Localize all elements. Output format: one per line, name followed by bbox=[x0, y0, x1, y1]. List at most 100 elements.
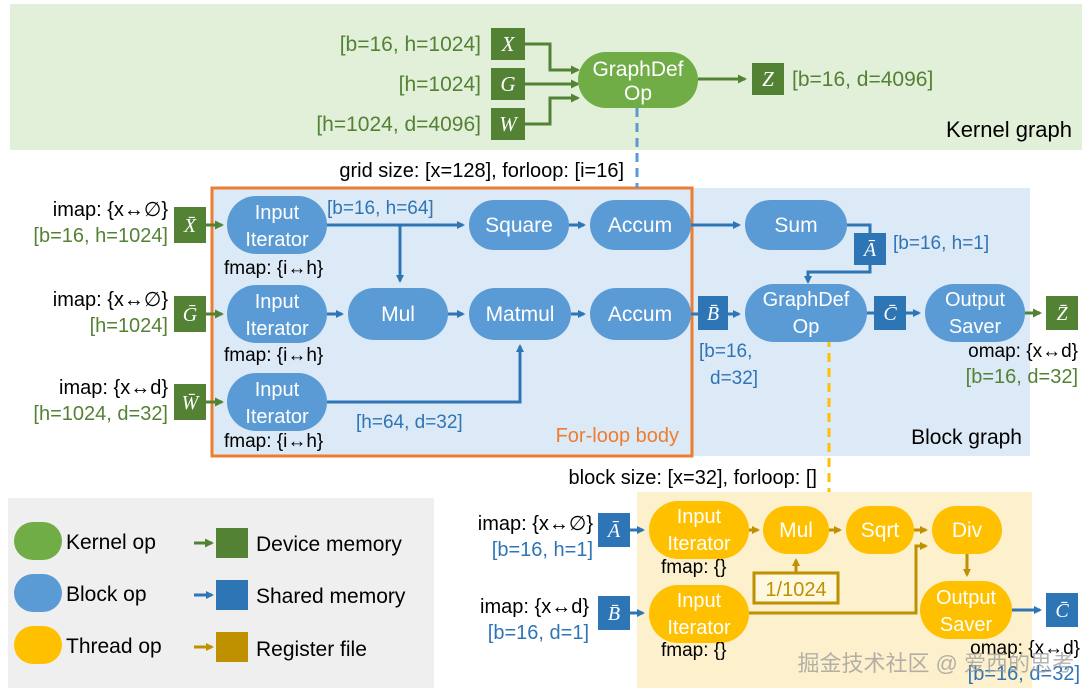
block-output-saver bbox=[925, 284, 1025, 342]
block-input-x-imap: imap: {x↔∅} bbox=[53, 199, 169, 221]
kernel-output-z-shape: [b=16, d=4096] bbox=[792, 68, 933, 91]
tensor-x-bar-label: X̄ bbox=[183, 215, 197, 237]
thread-iterator-a-label-2: Iterator bbox=[667, 533, 731, 555]
grid-size-text: grid size: [x=128], forloop: [i=16] bbox=[339, 160, 624, 182]
square-label: Square bbox=[485, 214, 553, 237]
shared-memory-b bbox=[698, 296, 728, 330]
block-accum-op-1 bbox=[590, 200, 691, 250]
accum-1-label: Accum bbox=[608, 214, 672, 237]
device-memory-w bbox=[491, 108, 525, 140]
block-size-text: block size: [x=32], forloop: [] bbox=[569, 467, 817, 489]
device-memory-z-bar bbox=[1046, 296, 1078, 330]
shared-memory-a-thread bbox=[598, 513, 630, 547]
sum-label: Sum bbox=[774, 214, 817, 237]
thread-input-b-imap: imap: {x↔d} bbox=[480, 596, 589, 618]
iterator-x-label-2: Iterator bbox=[245, 229, 309, 251]
edge-w-to-graphdef bbox=[525, 93, 580, 126]
thread-input-b-shape: [b=16, d=1] bbox=[488, 622, 589, 644]
thread-saver-label-2: Saver bbox=[940, 614, 993, 636]
iterator-w-label-1: Input bbox=[255, 379, 300, 401]
block-fmap-x: fmap: {i↔h} bbox=[224, 258, 323, 279]
thread-div-label: Div bbox=[952, 519, 983, 542]
block-omap: omap: {x↔d} bbox=[968, 341, 1078, 362]
tensor-g-label: G bbox=[500, 72, 515, 96]
tensor-b-shape-2: d=32] bbox=[710, 368, 758, 389]
shared-memory-c-thread bbox=[1046, 593, 1078, 627]
block-input-g-imap: imap: {x↔∅} bbox=[53, 289, 169, 311]
edge-thread-iterator-b-to-div bbox=[749, 542, 928, 615]
thread-input-a-shape: [b=16, h=1] bbox=[492, 539, 593, 561]
tensor-w-bar-label: W̄ bbox=[182, 392, 201, 414]
block-input-iterator-x bbox=[227, 196, 327, 254]
matmul-label: Matmul bbox=[486, 303, 555, 326]
block-graph-label: Block graph bbox=[911, 426, 1022, 449]
edge-label-bh: [b=16, h=64] bbox=[327, 198, 434, 219]
for-loop-body-box bbox=[210, 186, 694, 458]
thread-tensor-b-label: B̄ bbox=[608, 603, 620, 625]
tensor-a-shape: [b=16, h=1] bbox=[893, 233, 989, 254]
thread-input-iterator-a bbox=[649, 501, 749, 559]
shared-memory-b-thread bbox=[598, 596, 630, 630]
tensor-x-label: X bbox=[501, 32, 516, 56]
block-accum-op-2 bbox=[590, 288, 691, 340]
device-memory-w-bar bbox=[174, 384, 206, 420]
legend-shared-memory-swatch bbox=[216, 580, 248, 610]
tensor-b-label: B̄ bbox=[707, 303, 719, 325]
thread-iterator-b-label-2: Iterator bbox=[667, 617, 731, 639]
thread-out-shape: [b=16, d=32] bbox=[968, 663, 1080, 685]
block-input-w-shape: [h=1024, d=32] bbox=[33, 403, 168, 425]
shared-memory-a bbox=[854, 233, 886, 265]
legend-register-file-label: Register file bbox=[256, 638, 367, 661]
thread-output-saver bbox=[920, 581, 1012, 639]
tensor-c-label: C̄ bbox=[883, 303, 897, 325]
shared-memory-c bbox=[874, 296, 906, 330]
tensor-b-shape-1: [b=16, bbox=[699, 341, 752, 362]
block-input-x-shape: [b=16, h=1024] bbox=[33, 225, 168, 247]
register-constant: 1/1024 bbox=[765, 579, 826, 601]
legend-device-memory-swatch bbox=[216, 528, 248, 558]
legend-shared-memory-label: Shared memory bbox=[256, 585, 406, 608]
block-saver-label-1: Output bbox=[945, 289, 1005, 311]
tensor-w-label: W bbox=[499, 112, 519, 136]
thread-input-a-imap: imap: {x↔∅} bbox=[478, 513, 594, 535]
thread-fmap-a: fmap: {} bbox=[661, 557, 727, 578]
kernel-graphdef-label-2: Op bbox=[624, 82, 652, 105]
kernel-graph-panel bbox=[10, 4, 1082, 150]
block-fmap-w: fmap: {i↔h} bbox=[224, 431, 323, 452]
watermark: 掘金技术社区 @ 爱西的思考 bbox=[797, 651, 1074, 676]
kernel-graphdef-label-1: GraphDef bbox=[592, 58, 683, 81]
kernel-input-w-shape: [h=1024, d=4096] bbox=[316, 113, 481, 136]
thread-input-iterator-b bbox=[649, 585, 749, 643]
block-graphdef-op bbox=[745, 284, 867, 342]
thread-mul-op bbox=[763, 506, 829, 554]
thread-saver-label-1: Output bbox=[936, 587, 996, 609]
thread-mul-label: Mul bbox=[779, 519, 813, 542]
device-memory-z bbox=[752, 63, 784, 95]
kernel-graphdef-op bbox=[578, 52, 698, 108]
thread-fmap-b: fmap: {} bbox=[661, 640, 727, 661]
device-memory-x bbox=[491, 28, 525, 60]
register-constant-box bbox=[752, 571, 840, 605]
iterator-g-label-2: Iterator bbox=[245, 318, 309, 340]
block-saver-label-2: Saver bbox=[949, 316, 1002, 338]
edge-x-to-graphdef bbox=[525, 42, 580, 75]
tensor-z-bar-label: Z̄ bbox=[1056, 303, 1068, 325]
block-fmap-g: fmap: {i↔h} bbox=[224, 345, 323, 366]
device-memory-x-bar bbox=[174, 207, 206, 243]
legend-kernel-op-swatch bbox=[14, 522, 62, 560]
edge-a-to-graphdef bbox=[804, 265, 872, 284]
legend-device-memory-label: Device memory bbox=[256, 533, 402, 556]
block-sum-op bbox=[745, 200, 847, 250]
block-matmul-op bbox=[469, 288, 571, 340]
iterator-g-label-1: Input bbox=[255, 291, 300, 313]
block-input-iterator-g bbox=[227, 285, 327, 343]
kernel-input-x-shape: [b=16, h=1024] bbox=[340, 33, 481, 56]
thread-omap: omap: {x↔d} bbox=[970, 638, 1080, 659]
legend-block-op-swatch bbox=[14, 574, 62, 612]
mul-label: Mul bbox=[381, 303, 415, 326]
kernel-input-g-shape: [h=1024] bbox=[399, 73, 481, 96]
block-input-g-shape: [h=1024] bbox=[90, 315, 168, 337]
block-out-shape: [b=16, d=32] bbox=[966, 366, 1078, 388]
